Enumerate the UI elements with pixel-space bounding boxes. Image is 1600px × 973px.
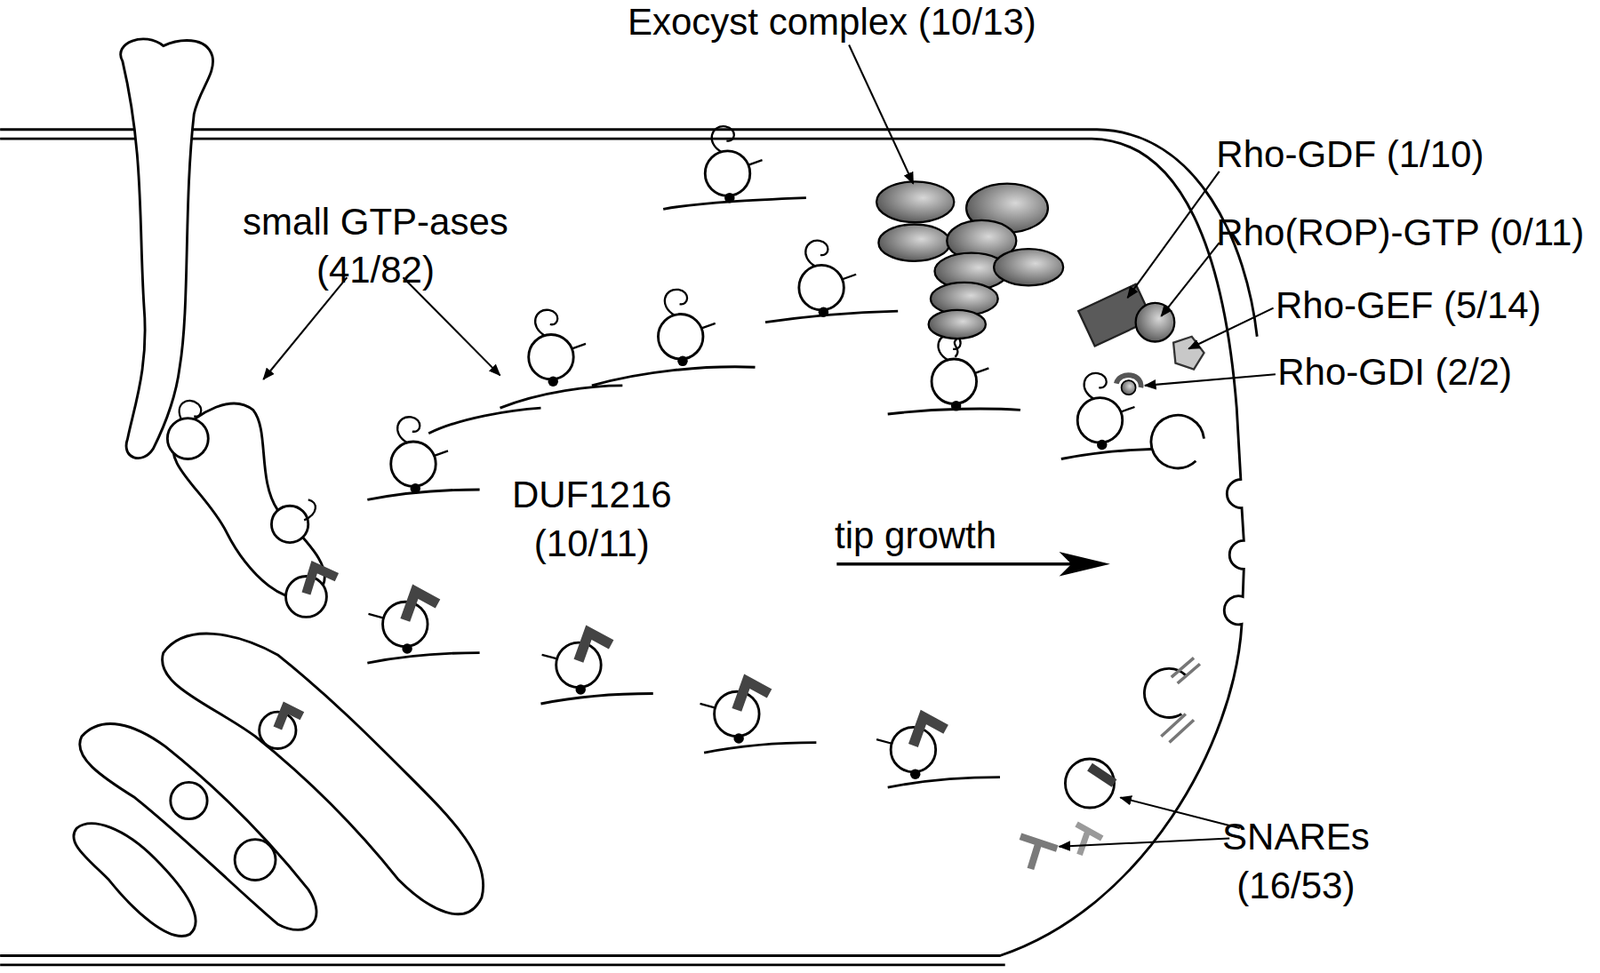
vesicle [391,416,448,494]
callout-label: tip growth [834,511,997,560]
leader-line [403,277,501,376]
cisterna [120,39,214,459]
vesicle [170,782,208,819]
rho-module [1078,284,1204,395]
filament [765,311,898,323]
callout-label: Rho-GEF (5/14) [1275,281,1542,331]
callout-label: Exocyst complex (10/13) [627,0,1037,48]
exocyst-subunit [928,310,986,339]
gtpase-vesicles [391,126,1136,494]
cisterna [80,724,317,931]
leader-line [263,277,347,380]
leader-line [1120,798,1240,829]
filament [888,777,1000,788]
cisterna [162,633,484,915]
snare [1160,713,1194,743]
filament [592,367,756,386]
cell-wall [0,129,1257,966]
rop-gtp-shape [1136,303,1176,343]
arrow-head [1059,552,1111,577]
filament [367,653,480,664]
snare [1076,824,1103,855]
callout-label: Rho(ROP)-GTP (0/11) [1216,208,1584,257]
filament [540,694,653,704]
leader-line [1188,308,1273,350]
filament [428,408,541,434]
wall-line [0,963,1006,967]
callout-label: SNAREs (16/53) [1184,813,1408,911]
callout-label: DUF1216 (10/11) [476,472,708,569]
snare [1089,767,1115,784]
leader-line [1160,242,1219,317]
vesicle [704,126,762,203]
filament [704,743,816,753]
vesicle [368,592,438,655]
tether [954,338,959,358]
rho-gdi-core [1121,380,1136,395]
exocyst-subunit [993,248,1064,286]
exocyst-subunit [876,181,954,223]
vesicle [700,681,770,744]
fusing-vesicles [1064,415,1204,808]
vesicle [657,289,715,367]
rho-gef-shape [1173,336,1204,370]
vesicle [1151,415,1204,469]
vesicle [528,310,586,387]
vesicle [931,334,989,411]
exocyst-complex [876,181,1064,339]
exocyst-subunit [878,224,950,262]
filament [663,198,807,210]
leader-line [848,45,913,184]
tail [179,400,201,421]
leader-line [1144,374,1276,386]
leader-line [1127,171,1219,298]
callout-label: small GTP-ases (41/82) [224,198,527,296]
duf-vesicles [368,592,946,780]
filament [367,489,480,500]
vesicle [234,840,276,881]
leader-lines [263,45,1276,848]
cisterna [73,824,196,937]
vesicle [271,505,308,543]
arrow-shaft [836,562,1081,566]
duf-mark [277,708,303,729]
vesicle [167,418,208,460]
snare [1020,836,1057,870]
leader-line [1059,838,1231,847]
callout-label: Rho-GDF (1/10) [1216,130,1484,180]
callout-label: Rho-GDI (2/2) [1277,348,1512,398]
tail [304,499,316,520]
vesicle [876,717,946,780]
vesicle [1064,759,1114,808]
duf-marks [277,567,337,728]
vesicle [542,632,612,696]
snare [1171,657,1200,684]
golgi-stack [73,39,484,937]
duf-mark [305,567,336,594]
actin-filaments [367,198,1174,788]
snare-marks [1020,657,1200,870]
vesicle-tails [179,400,316,520]
filament [500,385,624,408]
vesicle [1144,668,1185,718]
vesicle [799,240,856,318]
